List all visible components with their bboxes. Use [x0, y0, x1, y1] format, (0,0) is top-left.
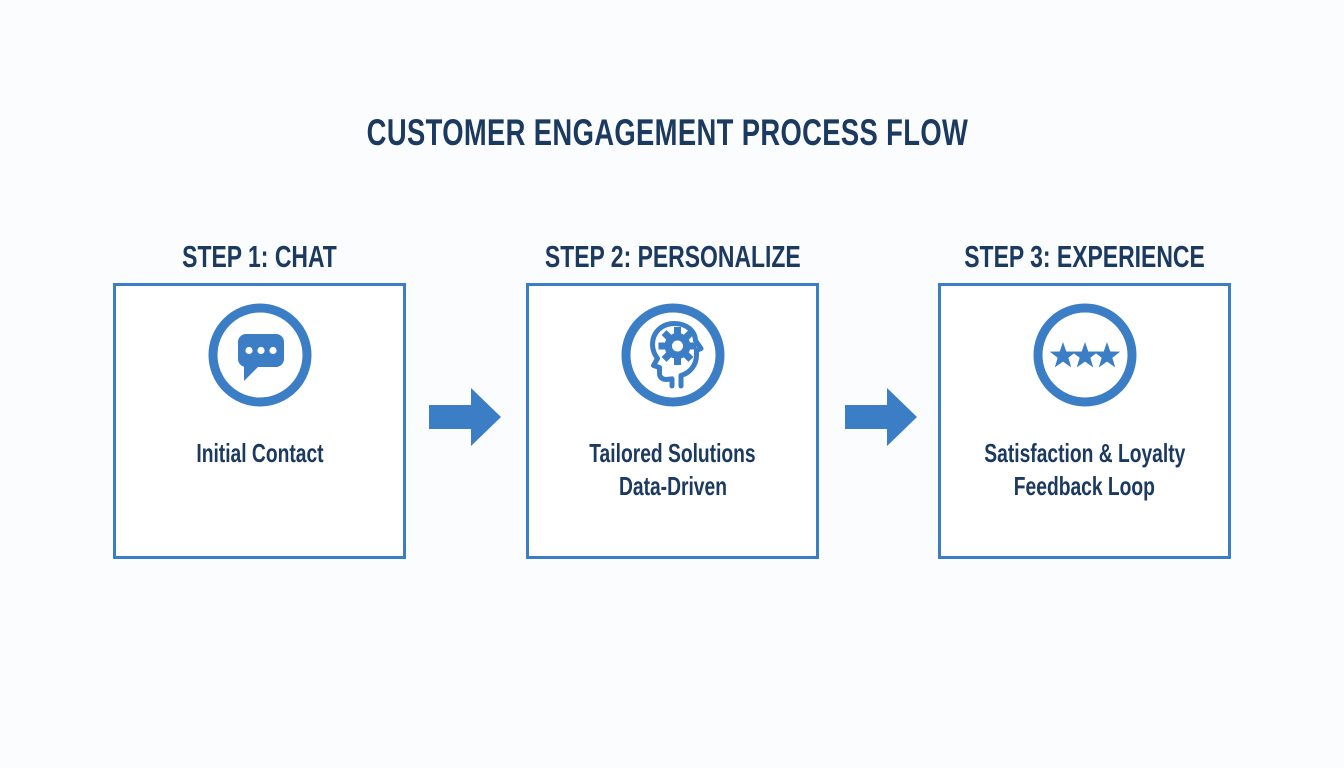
step-1-label: Initial Contact [174, 437, 346, 470]
step-1-label-line-1: Initial Contact [195, 438, 324, 468]
three-stars-icon [1033, 303, 1136, 407]
step-2-label: Tailored Solutions Data-Driven [560, 437, 785, 503]
step-2-header-text: STEP 2: PERSONALIZE [544, 239, 801, 274]
step-2-label-line-2: Data-Driven [618, 471, 727, 501]
step-3-label-line-2: Feedback Loop [1013, 471, 1156, 501]
head-gear-icon [621, 303, 724, 407]
step-1-header-text: STEP 1: CHAT [182, 239, 337, 274]
step-3-label-line-1: Satisfaction & Loyalty [983, 438, 1186, 468]
step-1-box: Initial Contact [113, 283, 406, 559]
step-2-box: Tailored Solutions Data-Driven [526, 283, 819, 559]
chat-bubble-icon [208, 303, 311, 407]
step-2-header: STEP 2: PERSONALIZE [526, 236, 819, 278]
step-3-header-text: STEP 3: EXPERIENCE [964, 239, 1205, 274]
page-title-text: CUSTOMER ENGAGEMENT PROCESS FLOW [366, 112, 968, 153]
step-1-header: STEP 1: CHAT [113, 236, 406, 278]
flow-arrow-icon [845, 388, 917, 446]
step-2-label-line-1: Tailored Solutions [589, 438, 756, 468]
page-title: CUSTOMER ENGAGEMENT PROCESS FLOW [0, 112, 1334, 154]
step-3-experience: STEP 3: EXPERIENCE Satisfaction & [938, 236, 1231, 559]
flow-arrow-icon [429, 388, 501, 446]
step-3-box: Satisfaction & Loyalty Feedback Loop [938, 283, 1231, 559]
step-2-personalize: STEP 2: PERSONALIZE Tailored Solutions D… [526, 236, 819, 559]
step-1-chat: STEP 1: CHAT Initial Contact [113, 236, 406, 559]
step-3-header: STEP 3: EXPERIENCE [938, 236, 1231, 278]
step-3-label: Satisfaction & Loyalty Feedback Loop [949, 437, 1221, 503]
